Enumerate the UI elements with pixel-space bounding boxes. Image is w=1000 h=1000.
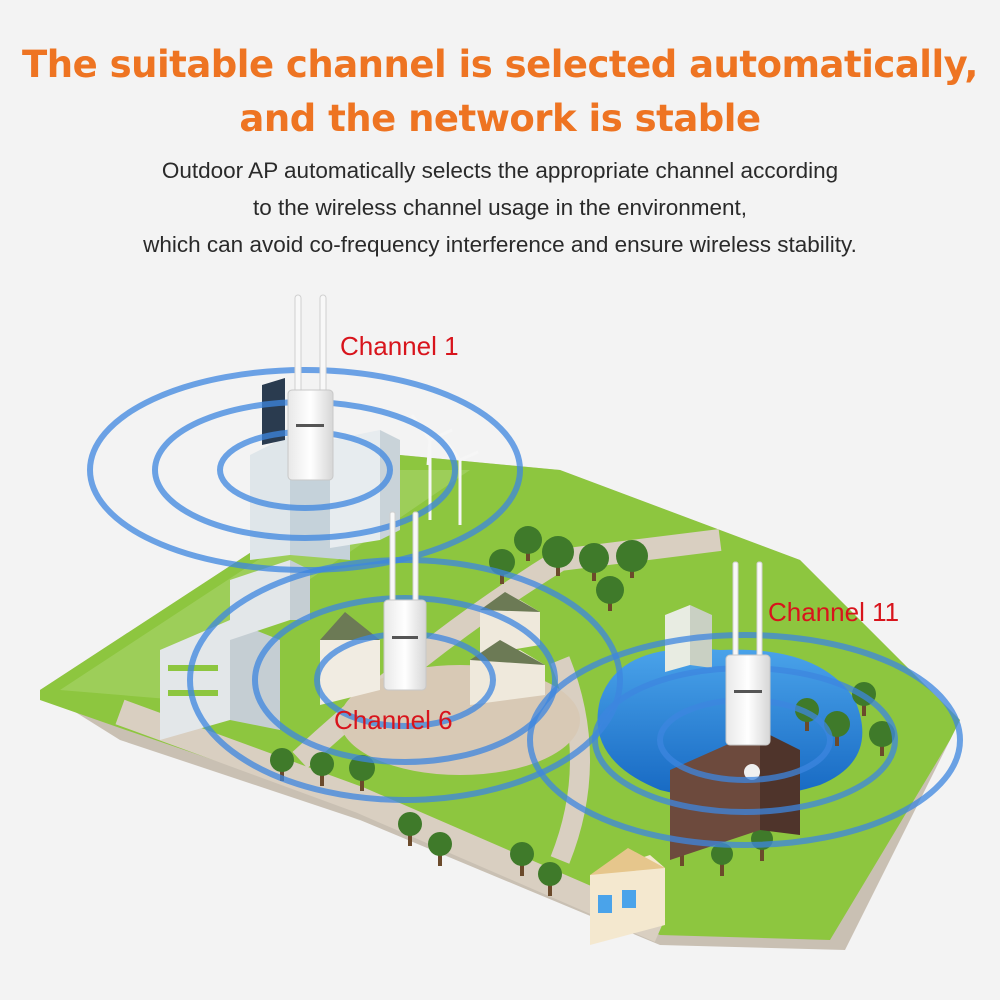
- tree-icon: [428, 832, 452, 866]
- tree-icon: [538, 862, 562, 896]
- tree-icon: [398, 812, 422, 846]
- tree-icon: [596, 576, 624, 611]
- subtitle-line-3: which can avoid co-frequency interferenc…: [143, 232, 857, 257]
- outdoor-ap-icon: [383, 511, 427, 691]
- tree-icon: [869, 721, 895, 756]
- building-icon: [590, 848, 665, 945]
- wind-turbine-icon: [443, 439, 479, 525]
- headline-line-2: and the network is stable: [239, 97, 761, 140]
- subtitle: Outdoor AP automatically selects the app…: [0, 152, 1000, 263]
- headline: The suitable channel is selected automat…: [0, 38, 1000, 146]
- tree-icon: [510, 842, 534, 876]
- channel-11-label: Channel 11: [768, 597, 900, 627]
- tree-icon: [542, 536, 574, 576]
- subtitle-line-2: to the wireless channel usage in the env…: [252, 195, 748, 220]
- headline-line-1: The suitable channel is selected automat…: [22, 43, 978, 86]
- tree-icon: [616, 540, 648, 578]
- outdoor-ap-icon: [725, 561, 771, 746]
- tree-icon: [514, 526, 542, 561]
- tree-icon: [711, 843, 733, 876]
- subtitle-line-1: Outdoor AP automatically selects the app…: [161, 158, 839, 183]
- tree-icon: [579, 543, 609, 581]
- tree-icon: [310, 752, 334, 786]
- outdoor-ap-icon: [287, 294, 334, 481]
- channel-1-label: Channel 1: [340, 331, 459, 361]
- tree-icon: [270, 748, 294, 781]
- channel-6-label: Channel 6: [334, 705, 453, 735]
- building-icon: [320, 612, 380, 705]
